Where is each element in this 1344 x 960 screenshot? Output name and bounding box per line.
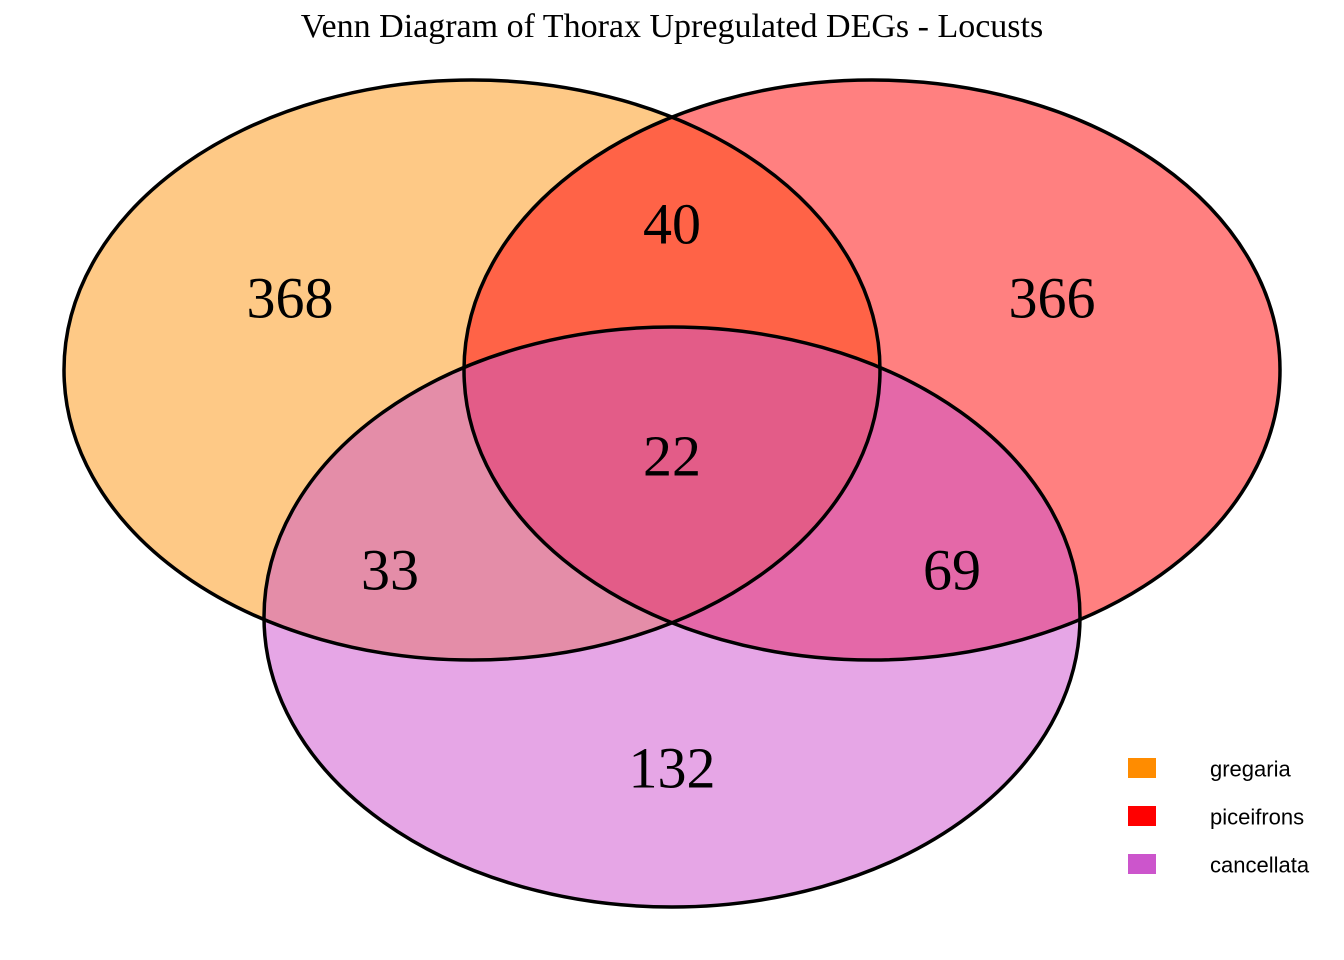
count-cancellata-only: 132: [629, 736, 716, 801]
count-gregaria-cancellata: 33: [361, 538, 419, 603]
legend-label-gregaria: gregaria: [1210, 757, 1291, 782]
legend-swatch-piceifrons: [1128, 806, 1156, 826]
count-piceifrons-cancellata: 69: [923, 538, 981, 603]
legend: gregaria piceifrons cancellata: [1128, 757, 1310, 878]
legend-swatch-gregaria: [1128, 758, 1156, 778]
piceifrons-outline: [462, 78, 1282, 662]
count-piceifrons-only: 366: [1009, 266, 1096, 331]
legend-label-cancellata: cancellata: [1210, 853, 1310, 878]
cancellata-outline: [262, 325, 1082, 909]
legend-label-piceifrons: piceifrons: [1210, 805, 1304, 830]
count-gregaria-piceifrons: 40: [643, 192, 701, 257]
gregaria-outline: [62, 78, 882, 662]
legend-swatch-cancellata: [1128, 854, 1156, 874]
diagram-title: Venn Diagram of Thorax Upregulated DEGs …: [300, 8, 1044, 45]
count-gregaria-only: 368: [247, 266, 334, 331]
count-all-three: 22: [643, 424, 701, 489]
